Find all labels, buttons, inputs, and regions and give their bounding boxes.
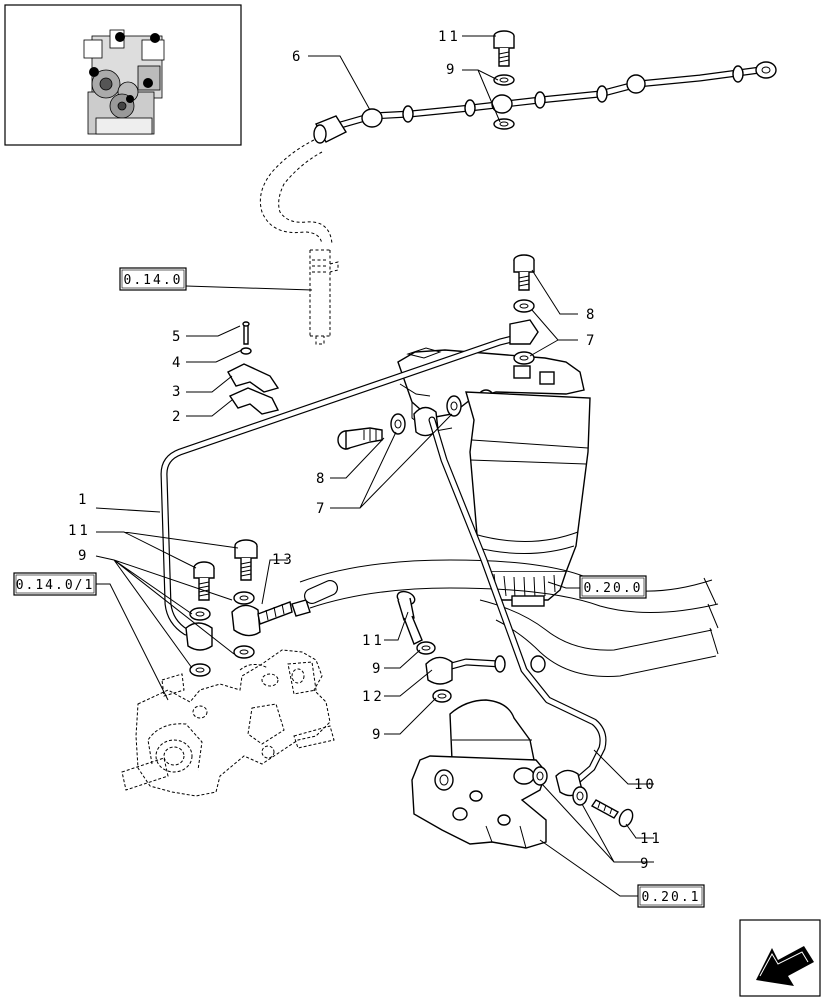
callout-10: 10 [634,777,657,793]
top-banjo-bolt [493,30,515,130]
pump-banjo-stack-right [231,539,293,659]
ref-label-0-14-0: 0.14.0 [124,273,183,288]
feed-pump-banjo [396,590,452,703]
callout-2: 2 [172,409,183,425]
feed-pump [411,699,547,849]
ref-label-0-20-0: 0.20.0 [584,581,643,596]
ref-box-0-20-1[interactable]: 0.20.1 [637,884,705,908]
callout-5: 5 [172,329,183,345]
callout-11-top: 11 [438,29,461,45]
dashed-hose-to-injector [259,139,339,337]
filter-top-banjo [509,254,539,365]
callout-7-mid: 7 [316,501,327,517]
leak-off-pipe [313,61,777,144]
callout-7-top: 7 [586,333,597,349]
ref-label-0-14-0-1: 0.14.0/1 [16,578,95,593]
callout-labels: 11 9 6 8 7 5 4 3 2 8 7 1 11 9 13 11 9 12… [68,29,663,872]
callout-9-left: 9 [78,548,89,564]
fuel-pipe-12 [425,655,506,685]
callout-9-lower: 9 [372,727,383,743]
fuel-pipe-1 [160,334,520,636]
ref-box-0-14-0-1[interactable]: 0.14.0/1 [13,572,97,596]
callout-3: 3 [172,384,183,400]
callout-8-top: 8 [586,307,597,323]
callout-13: 13 [272,552,295,568]
ref-box-0-14-0[interactable]: 0.14.0 [119,267,187,291]
callout-8-mid: 8 [316,471,327,487]
callout-9-mid: 9 [372,661,383,677]
ref-box-0-20-0[interactable]: 0.20.0 [579,575,647,599]
fuel-filter [465,391,591,607]
navigation-arrow-icon[interactable] [739,919,821,997]
callout-11-right: 11 [640,831,663,847]
callout-9-top: 9 [446,62,457,78]
ref-label-0-20-1: 0.20.1 [642,890,701,905]
callout-12: 12 [362,689,385,705]
pump-banjo-stack-left [185,561,215,677]
pump-side-banjo [532,766,634,828]
callout-9-right: 9 [640,856,651,872]
callout-11-left: 11 [68,523,91,539]
fuel-pipe-10 [428,416,607,784]
callout-11-mid: 11 [362,633,385,649]
engine-thumbnail-icon[interactable] [4,4,242,146]
injection-pump [121,649,335,797]
fuel-pipe-13 [291,580,338,617]
leader-lines [95,35,654,897]
callout-1: 1 [78,492,89,508]
callout-4: 4 [172,355,183,371]
clamp-assembly [227,321,280,415]
callout-6: 6 [292,49,303,65]
injector-hidden [315,336,325,345]
